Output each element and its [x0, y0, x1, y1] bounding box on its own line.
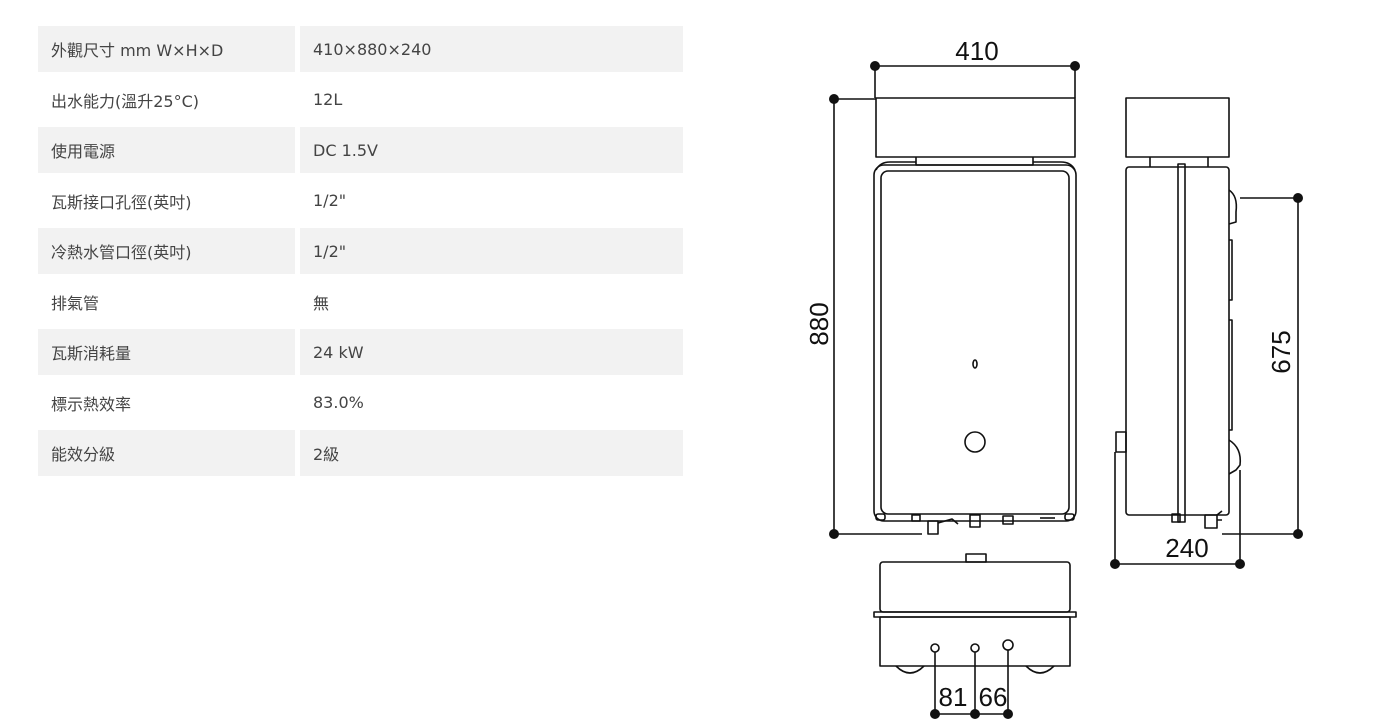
- front-indicator: [972, 359, 978, 369]
- bottom-upper-body: [879, 561, 1071, 613]
- spec-value: 無: [313, 293, 330, 313]
- front-neck: [915, 157, 1034, 166]
- spec-row-energy-grade: 能效分級 2級: [38, 430, 683, 476]
- dim-label-pipe-right: 66: [979, 682, 1008, 712]
- side-divider: [1177, 163, 1186, 523]
- spec-row-water-output: 出水能力(溫升25°C) 12L: [38, 77, 683, 123]
- side-view: [1115, 97, 1242, 529]
- bottom-gas-port: [930, 643, 940, 653]
- front-body-panel: [880, 170, 1070, 515]
- spec-row-power: 使用電源 DC 1.5V: [38, 127, 683, 173]
- spec-value: 83.0%: [313, 393, 364, 412]
- bottom-hot-port: [1002, 639, 1014, 651]
- spec-value: 1/2": [313, 191, 347, 210]
- spec-row-efficiency: 標示熱效率 83.0%: [38, 380, 683, 426]
- spec-row-water-pipe: 冷熱水管口徑(英吋) 1/2": [38, 228, 683, 274]
- bottom-top-fitting: [965, 553, 987, 563]
- spec-value: 410×880×240: [300, 26, 683, 72]
- side-top-box: [1125, 97, 1230, 158]
- side-knob: [1115, 431, 1127, 453]
- bottom-cold-port: [970, 643, 980, 653]
- dim-label-side-height: 675: [1266, 330, 1296, 373]
- spec-value: 24 kW: [300, 329, 683, 375]
- front-knob: [964, 431, 986, 453]
- dim-label-width: 410: [955, 36, 998, 66]
- spec-value: 1/2": [300, 228, 683, 274]
- spec-row-gas-consumption: 瓦斯消耗量 24 kW: [38, 329, 683, 375]
- spec-row-dimensions: 外觀尺寸 mm W×H×D 410×880×240: [38, 26, 683, 72]
- spec-label: 外觀尺寸 mm W×H×D: [38, 26, 295, 72]
- dim-label-depth: 240: [1165, 533, 1208, 563]
- side-bump-top: [1228, 189, 1238, 225]
- dimension-endpoints: [829, 61, 1303, 719]
- dim-label-height: 880: [804, 302, 834, 345]
- spec-label: 冷熱水管口徑(英吋): [38, 228, 295, 274]
- spec-label: 標示熱效率: [51, 394, 132, 414]
- spec-label: 瓦斯接口孔徑(英吋): [51, 192, 192, 212]
- spec-label: 出水能力(溫升25°C): [51, 91, 200, 111]
- spec-label: 排氣管: [51, 293, 100, 313]
- spec-row-exhaust: 排氣管 無: [38, 279, 683, 325]
- dim-label-pipe-left: 81: [939, 682, 968, 712]
- front-body-outer: [873, 164, 1077, 522]
- spec-value: 2級: [300, 430, 683, 476]
- spec-value: DC 1.5V: [300, 127, 683, 173]
- front-top-box: [875, 97, 1076, 158]
- spec-label: 能效分級: [38, 430, 295, 476]
- side-bump-bottom: [1228, 439, 1242, 475]
- front-water-connector-2: [1002, 515, 1014, 525]
- spec-table: 外觀尺寸 mm W×H×D 410×880×240 出水能力(溫升25°C) 1…: [38, 26, 683, 481]
- spec-label: 瓦斯消耗量: [38, 329, 295, 375]
- spec-value: 12L: [313, 90, 343, 109]
- front-water-connector: [969, 514, 981, 528]
- spec-label: 使用電源: [38, 127, 295, 173]
- front-gas-connector: [927, 520, 939, 535]
- spec-row-gas-inlet: 瓦斯接口孔徑(英吋) 1/2": [38, 178, 683, 224]
- front-view: [873, 97, 1077, 535]
- dimension-lines: [833, 65, 1299, 715]
